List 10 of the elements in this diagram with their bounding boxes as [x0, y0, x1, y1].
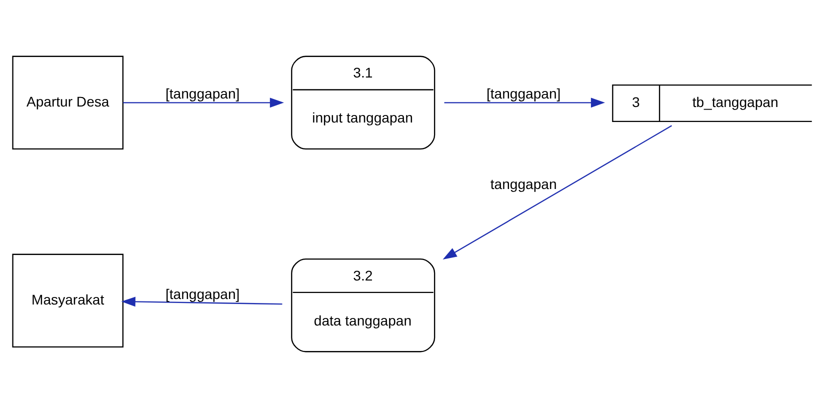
arrow — [123, 97, 284, 108]
arrow — [121, 296, 282, 306]
edge-label: [tanggapan] — [486, 85, 561, 102]
edge-label: [tanggapan] — [165, 85, 240, 102]
arrow — [444, 97, 605, 108]
node-box: Apartur Desa — [12, 55, 124, 150]
arrow — [442, 124, 672, 259]
edge-label: [tanggapan] — [165, 286, 240, 302]
edge-label: tanggapan — [490, 175, 557, 192]
node-box: Masyarakat — [12, 253, 124, 348]
